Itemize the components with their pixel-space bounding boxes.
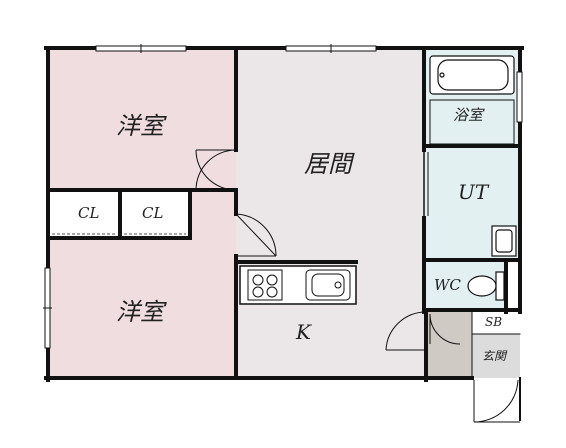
stove-burner-4	[266, 286, 278, 298]
door-bedroom-top-swing	[195, 149, 237, 191]
kitchen-sink-drain	[334, 281, 342, 289]
label-toilet: WC	[434, 276, 461, 294]
door-bedroom-bottom-arc	[235, 213, 277, 257]
label-closet-right: CL	[142, 204, 164, 222]
bedroom-bottom-ext-fill	[190, 190, 236, 238]
stove-burner-1	[252, 274, 264, 286]
label-utility: UT	[458, 180, 489, 204]
shoe-box-fill	[472, 312, 520, 334]
door-hall-arc	[385, 311, 427, 351]
label-living: 居間	[304, 150, 352, 178]
toilet-bowl	[467, 275, 497, 297]
kitchen-sink-bowl	[311, 273, 345, 297]
bathtub-drain	[439, 72, 445, 78]
bathtub-inner	[437, 59, 509, 91]
door-bedroom-top-arc	[195, 149, 237, 191]
label-bedroom-top: 洋室	[116, 112, 164, 140]
bath-step	[429, 99, 515, 145]
door-entrance-arc	[473, 379, 519, 423]
bedroom-bottom-fill	[50, 238, 236, 378]
toilet-tank	[495, 271, 505, 301]
washbasin-bowl	[495, 229, 513, 253]
living-fill	[236, 50, 424, 378]
label-bedroom-bottom: 洋室	[116, 298, 164, 326]
bedroom-top-fill	[50, 50, 236, 190]
stove	[247, 269, 283, 301]
stove-burner-2	[266, 274, 278, 286]
entrance-fill	[472, 334, 520, 378]
label-bath: 浴室	[453, 106, 484, 124]
label-shoe-box: SB	[485, 315, 503, 329]
window-bath	[516, 71, 523, 123]
stove-burner-3	[252, 286, 264, 298]
door-bedroom-bottom-leaf	[235, 213, 277, 257]
label-closet-left: CL	[78, 204, 100, 222]
label-entrance: 玄関	[482, 349, 507, 363]
step-fill	[426, 312, 472, 378]
label-kitchen: K	[296, 320, 311, 344]
